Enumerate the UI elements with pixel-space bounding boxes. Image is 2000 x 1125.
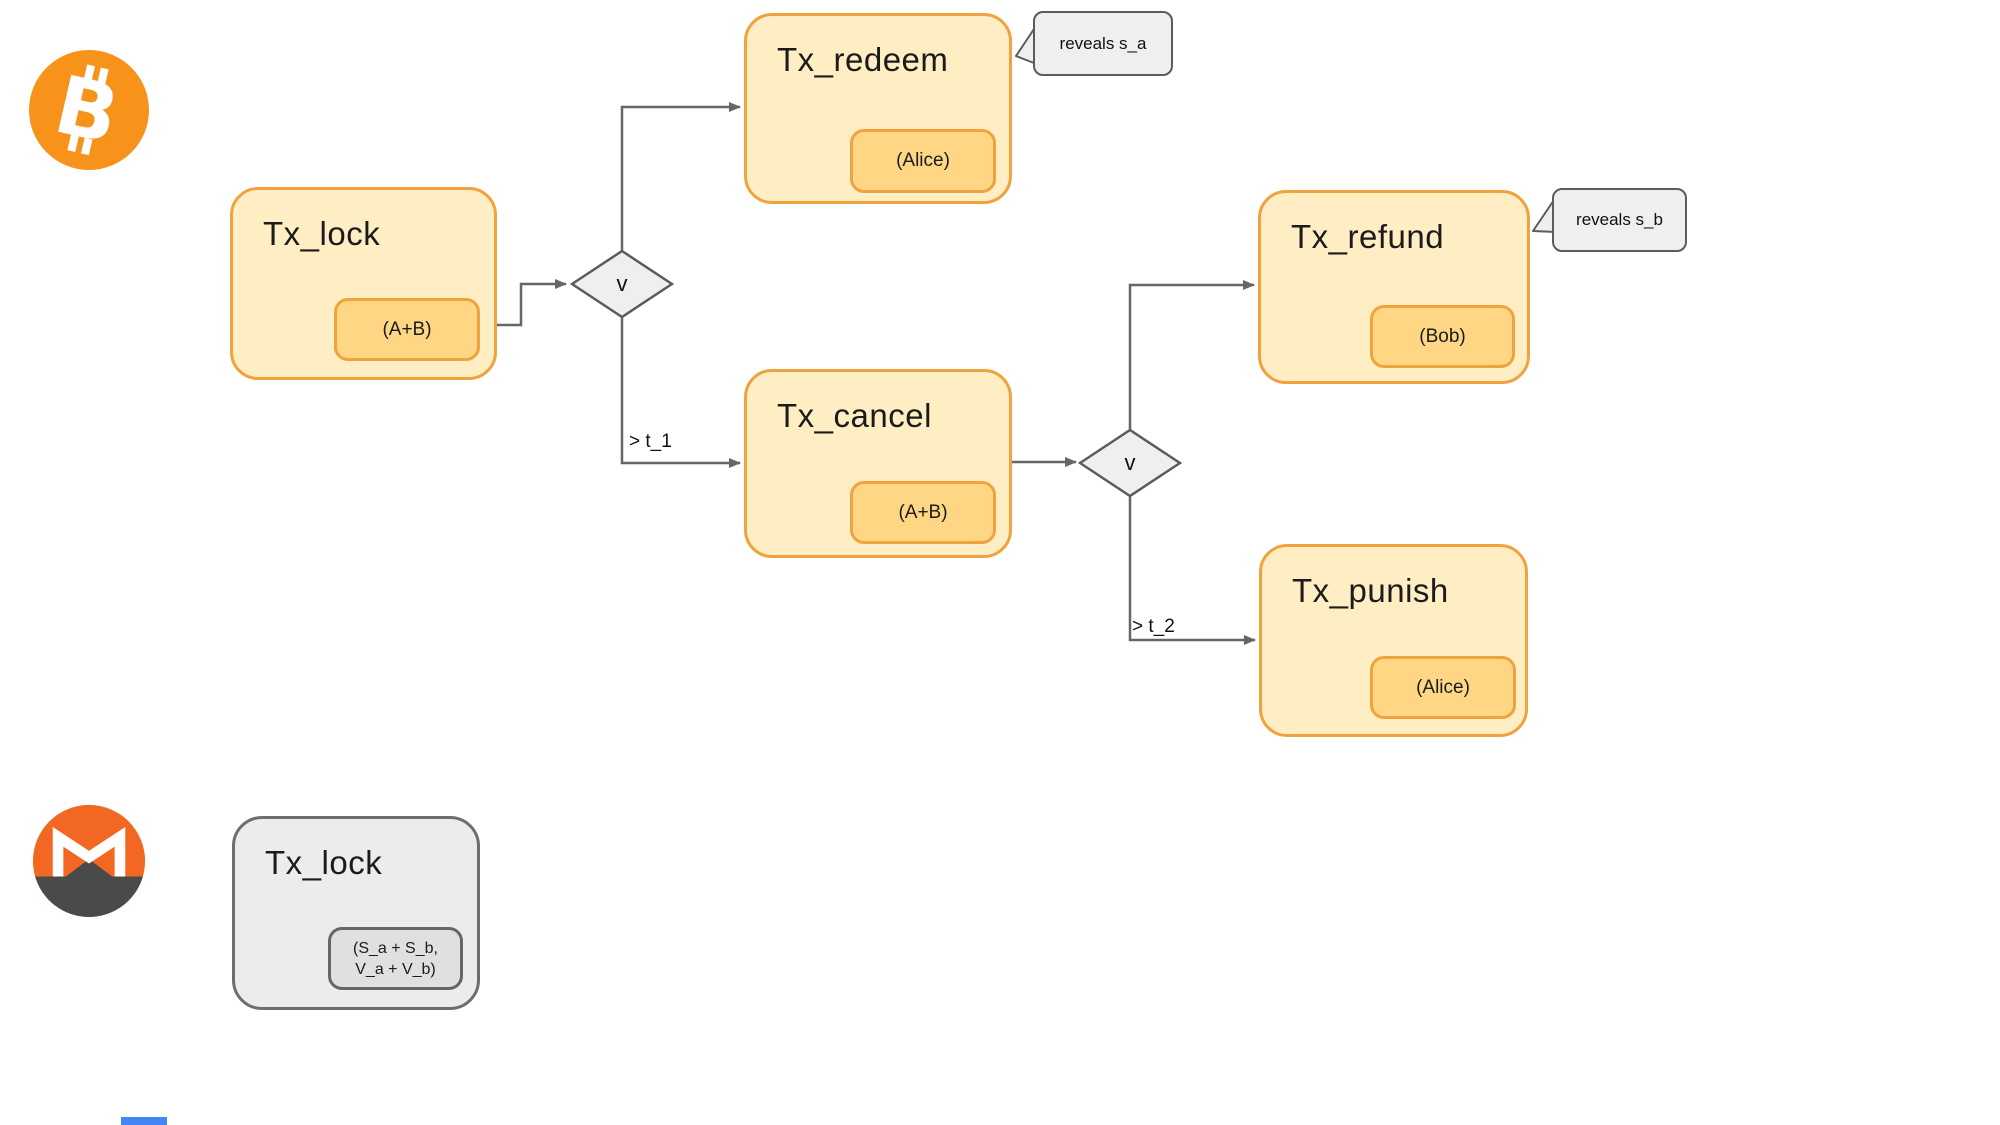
- node-title-tx-refund: Tx_refund: [1291, 218, 1445, 255]
- edge-gate2-to-refund: [1128, 280, 1255, 429]
- node-btc-tx-cancel: Tx_cancel (A+B): [744, 369, 1012, 558]
- bitcoin-logo: B: [29, 50, 149, 170]
- edge-gate1-to-cancel: [620, 318, 741, 468]
- or-gate-2-label: v: [1124, 450, 1136, 475]
- node-title-tx-redeem: Tx_redeem: [777, 41, 949, 78]
- monero-logo: [32, 804, 146, 918]
- edge-lock-to-gate1: [477, 279, 567, 327]
- node-xmr-tx-lock: Tx_lock (S_a + S_b, V_a + V_b): [232, 816, 480, 1010]
- node-btc-tx-punish: Tx_punish (Alice): [1259, 544, 1528, 737]
- or-gate-2: v: [1077, 428, 1183, 498]
- signers-label: (A+B): [898, 501, 948, 523]
- node-btc-tx-redeem: Tx_redeem (Alice): [744, 13, 1012, 204]
- node-title-xmr-tx-lock: Tx_lock: [265, 844, 383, 881]
- callout-reveals-s-b: reveals s_b: [1552, 188, 1687, 252]
- signers-label: (Alice): [896, 150, 950, 171]
- node-btc-tx-refund: Tx_refund (Bob): [1258, 190, 1530, 384]
- callout-reveals-s-a: reveals s_a: [1033, 11, 1173, 76]
- node-title-tx-cancel: Tx_cancel: [777, 397, 932, 434]
- timeout-label-t2: > t_2: [1132, 616, 1175, 637]
- node-btc-tx-lock: Tx_lock (A+B): [230, 187, 497, 380]
- keys-badge-xmr-tx-lock: (S_a + S_b, V_a + V_b): [328, 927, 463, 990]
- keys-label-line1: (S_a + S_b,: [353, 939, 438, 957]
- or-gate-2-diamond: [1077, 428, 1183, 498]
- signers-label: (A+B): [382, 318, 432, 340]
- bitcoin-logo-circle: [29, 50, 149, 170]
- edge-gate2-to-punish: [1128, 497, 1256, 645]
- monero-logo-chevron: [65, 859, 113, 877]
- signers-label: (Bob): [1419, 325, 1466, 347]
- or-gate-1-label: v: [616, 271, 628, 296]
- timeout-label-t1: > t_1: [629, 431, 672, 452]
- node-title-tx-lock: Tx_lock: [263, 215, 381, 252]
- monero-m-glyph: [52, 826, 126, 877]
- signers-badge-tx-refund: (Bob): [1370, 305, 1515, 368]
- node-title-tx-punish: Tx_punish: [1292, 572, 1449, 609]
- signers-badge-tx-redeem: (Alice): [850, 129, 996, 193]
- callout-tail-s-a: [1015, 28, 1035, 64]
- edge-gate1-to-redeem: [620, 102, 741, 250]
- signers-label: (Alice): [1416, 676, 1470, 698]
- or-gate-1: v: [569, 249, 675, 319]
- signers-badge-tx-cancel: (A+B): [850, 481, 996, 544]
- or-gate-1-diamond: [569, 249, 675, 319]
- signers-badge-tx-punish: (Alice): [1370, 656, 1516, 719]
- keys-label-line2: V_a + V_b): [355, 960, 436, 978]
- monero-logo-base: [35, 876, 143, 917]
- signers-badge-tx-lock: (A+B): [334, 298, 480, 361]
- callout-label: reveals s_b: [1576, 210, 1663, 229]
- partial-blue-shape: [121, 1117, 167, 1125]
- callout-label: reveals s_a: [1059, 33, 1147, 53]
